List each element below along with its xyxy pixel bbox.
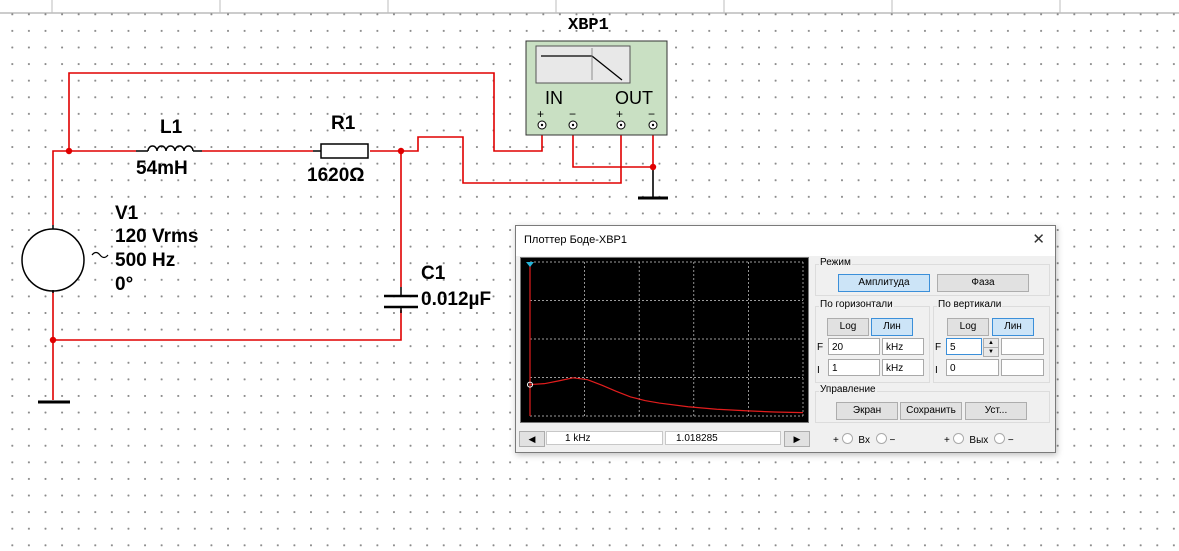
screen-button[interactable]: Экран (836, 402, 898, 420)
cursor-left-button[interactable]: ◀ (519, 431, 545, 447)
series-line (529, 377, 804, 414)
ac-source-v1[interactable]: V1 120 Vrms 500 Hz 0° (21, 203, 198, 295)
v1-ref: V1 (115, 203, 139, 224)
output-terminals: + Вых − (944, 433, 1014, 446)
c1-value: 0.012µF (421, 289, 491, 310)
horizontal-initial-unit[interactable]: kHz (882, 359, 924, 376)
window-title: Плоттер Боде-XBP1 (524, 234, 627, 246)
sine-icon (91, 251, 109, 259)
capacitor-c1[interactable]: C1 0.012µF (384, 263, 491, 313)
vertical-log-button[interactable]: Log (947, 318, 989, 336)
bode-plotter-instrument[interactable]: XBP1 IN OUT + − + − (525, 16, 668, 136)
input-terminals: + Вх − (833, 433, 896, 446)
title-bar[interactable]: Плоттер Боде-XBP1 ✕ (516, 226, 1055, 256)
spin-down-icon[interactable]: ▼ (983, 347, 999, 357)
bode-plot[interactable] (520, 257, 809, 423)
in-label: IN (545, 88, 563, 108)
inductor-l1[interactable]: L1 54mH (136, 117, 202, 179)
svg-text:−: − (569, 107, 576, 121)
cursor-right-button[interactable]: ▶ (784, 431, 810, 447)
horizontal-initial-input[interactable]: 1 (828, 359, 880, 376)
r1-value: 1620Ω (307, 165, 365, 186)
save-button[interactable]: Сохранить (900, 402, 962, 420)
close-icon[interactable]: ✕ (1032, 231, 1045, 248)
mode-label: Режим (819, 257, 852, 268)
bode-chart-svg (526, 261, 804, 417)
l1-value: 54mH (136, 158, 188, 179)
settings-button[interactable]: Уст... (965, 402, 1027, 420)
v1-phase: 0° (115, 274, 133, 295)
mode-group (815, 264, 1050, 296)
v1-frequency: 500 Hz (115, 250, 175, 271)
cursor-frequency: 1 kHz (546, 431, 663, 445)
instrument-name: XBP1 (568, 16, 609, 35)
in-minus-radio[interactable] (875, 433, 887, 444)
horizontal-final-input[interactable]: 20 (828, 338, 880, 355)
horizontal-final-unit[interactable]: kHz (882, 338, 924, 355)
out-label: OUT (615, 88, 653, 108)
vertical-lin-button[interactable]: Лин (992, 318, 1034, 336)
in-plus-radio[interactable] (841, 433, 853, 444)
vertical-final-input[interactable]: 5 (946, 338, 982, 355)
amplitude-button[interactable]: Амплитуда (838, 274, 930, 292)
phase-button[interactable]: Фаза (937, 274, 1029, 292)
wires (52, 72, 654, 400)
resistor-r1[interactable]: R1 1620Ω (307, 113, 369, 186)
out-plus-radio[interactable] (952, 433, 964, 444)
vertical-initial-unit[interactable] (1001, 359, 1044, 376)
bode-plotter-window[interactable]: Плоттер Боде-XBP1 ✕ ◀ 1 kHz 1.018285 ▶ Р… (515, 225, 1056, 453)
v1-voltage: 120 Vrms (115, 226, 198, 247)
cursor-value: 1.018285 (665, 431, 781, 445)
svg-text:+: + (537, 107, 544, 121)
cursor-point (527, 381, 533, 388)
vertical-label: По вертикали (937, 299, 1003, 310)
out-minus-radio[interactable] (994, 433, 1006, 444)
c1-ref: C1 (421, 263, 446, 284)
horizontal-lin-button[interactable]: Лин (871, 318, 913, 336)
r1-ref: R1 (331, 113, 356, 134)
cursor-readout: ◀ 1 kHz 1.018285 ▶ (519, 431, 810, 447)
horizontal-log-button[interactable]: Log (827, 318, 869, 336)
vertical-final-unit[interactable] (1001, 338, 1044, 355)
svg-text:+: + (616, 107, 623, 121)
svg-text:−: − (648, 107, 655, 121)
cursor-handle-icon[interactable] (526, 262, 534, 267)
vertical-initial-input[interactable]: 0 (946, 359, 999, 376)
control-label: Управление (819, 384, 877, 395)
control-group (815, 391, 1050, 423)
horizontal-label: По горизонтали (819, 299, 894, 310)
l1-ref: L1 (160, 117, 183, 138)
